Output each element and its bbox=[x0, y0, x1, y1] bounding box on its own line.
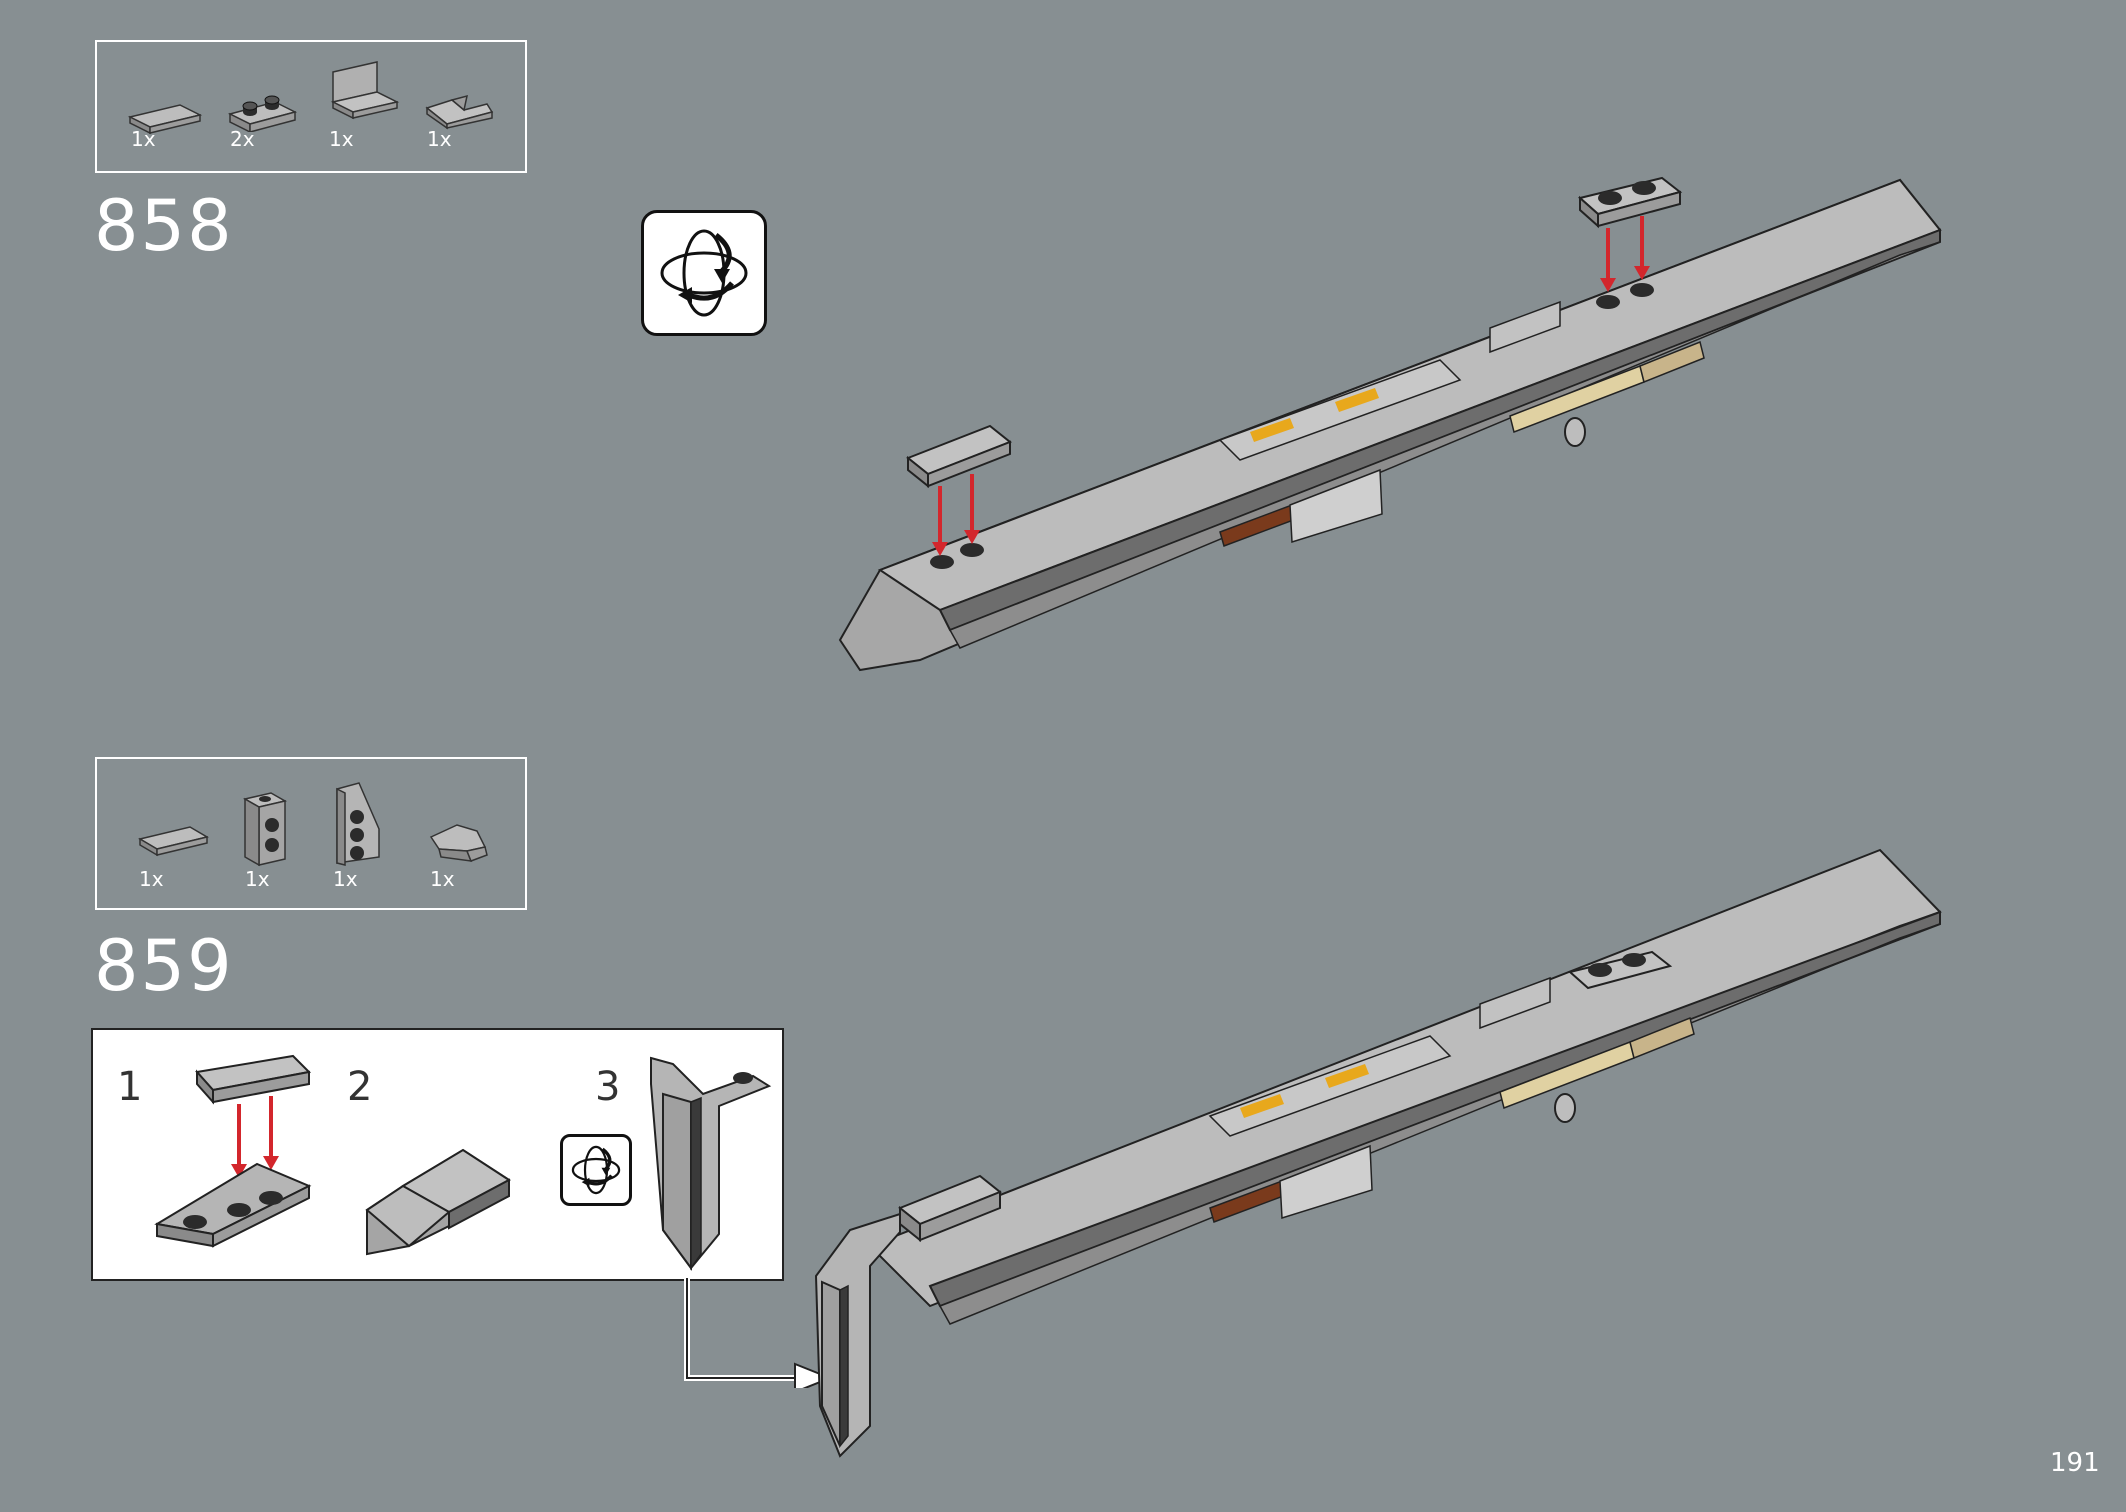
part-qty: 1x bbox=[245, 867, 270, 891]
callout-arrow bbox=[684, 1278, 833, 1388]
part-qty: 1x bbox=[139, 867, 164, 891]
parts-list-859: 1x 1x 1x 1x bbox=[95, 757, 527, 910]
part-qty: 1x bbox=[131, 127, 156, 151]
substep-1-illustration bbox=[154, 1054, 312, 1248]
page-number: 191 bbox=[2050, 1448, 2100, 1478]
part-qty: 1x bbox=[329, 127, 354, 151]
part-qty: 2x bbox=[230, 127, 255, 151]
curved-slope-icon bbox=[427, 809, 517, 899]
model-illustration-859 bbox=[814, 848, 1942, 1458]
substep-number-3: 3 bbox=[595, 1064, 621, 1110]
substep-callout: 1 2 3 bbox=[91, 1028, 784, 1281]
parts-list-858: 1x 2x 1x 1x bbox=[95, 40, 527, 173]
tile-1x2-icon bbox=[125, 77, 215, 167]
slope-icon bbox=[422, 72, 512, 162]
rotate-model-icon bbox=[641, 210, 767, 336]
part-qty: 1x bbox=[430, 867, 455, 891]
step-number-858: 858 bbox=[94, 185, 234, 267]
substep-number-2: 2 bbox=[347, 1064, 373, 1110]
bracket-icon bbox=[235, 789, 325, 879]
panel-icon bbox=[325, 60, 415, 150]
plate-1x2-icon bbox=[225, 72, 315, 162]
substep-3-illustration bbox=[650, 1056, 772, 1272]
substep-2-illustration bbox=[365, 1148, 511, 1256]
part-qty: 1x bbox=[333, 867, 358, 891]
tile-1x2-icon bbox=[135, 809, 225, 899]
wedge-plate-icon bbox=[329, 779, 419, 869]
part-qty: 1x bbox=[427, 127, 452, 151]
rotate-model-icon bbox=[560, 1134, 632, 1206]
model-illustration-858 bbox=[838, 176, 1942, 672]
step-number-859: 859 bbox=[94, 925, 234, 1007]
substep-number-1: 1 bbox=[117, 1064, 143, 1110]
